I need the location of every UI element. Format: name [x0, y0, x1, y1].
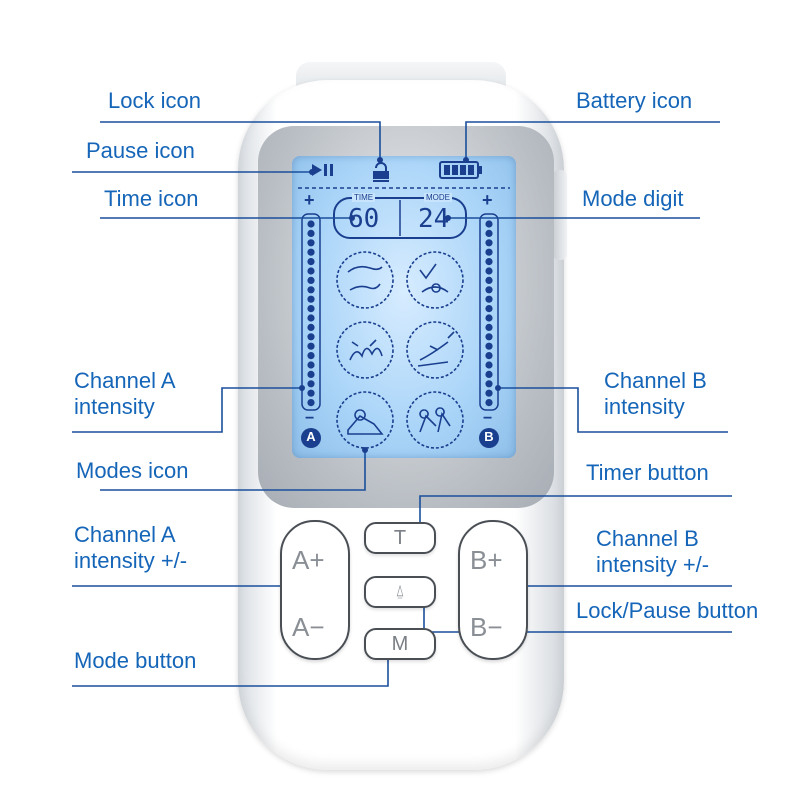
channel-a-badge: A	[306, 429, 316, 444]
label-channel-a-intensity: Channel A intensity	[74, 368, 175, 419]
channel-a-badge-circle	[301, 428, 321, 448]
intensity-segment	[307, 389, 315, 397]
channel-b-intensity-rocker	[458, 520, 528, 660]
pause-icon	[312, 164, 333, 176]
intensity-segment	[485, 229, 493, 237]
callout-lines	[72, 121, 732, 687]
intensity-segment	[307, 305, 315, 313]
intensity-segment	[485, 239, 493, 247]
intensity-segment	[485, 399, 493, 407]
channel-b-badge-circle	[479, 428, 499, 448]
intensity-segment	[485, 248, 493, 256]
intensity-segment	[307, 333, 315, 341]
intensity-segment	[307, 286, 315, 294]
label-channel-a-intensity-pm: Channel A intensity +/-	[74, 522, 188, 573]
modes-icon-grid	[336, 251, 464, 449]
intensity-segment	[485, 333, 493, 341]
intensity-segment	[307, 239, 315, 247]
channel-b-bar-frame	[479, 213, 499, 411]
label-timer-button: Timer button	[586, 460, 709, 485]
label-lock-pause-button: Lock/Pause button	[576, 598, 759, 623]
intensity-segment	[485, 361, 493, 369]
channel-a-intensity-bar	[307, 220, 315, 407]
intensity-segment	[307, 295, 315, 303]
intensity-segment	[485, 295, 493, 303]
label-pause-icon: Pause icon	[86, 138, 195, 163]
channel-b-badge: B	[484, 429, 494, 444]
time-value: 60	[348, 204, 380, 234]
intensity-segment	[307, 342, 315, 350]
intensity-segment	[307, 323, 315, 331]
a-plus-button[interactable]: A+	[292, 545, 325, 575]
b-plus-button[interactable]: B+	[470, 545, 503, 575]
intensity-segment	[307, 361, 315, 369]
time-label: TIME	[352, 193, 376, 202]
mode-icon-foot	[336, 391, 394, 449]
battery-icon	[439, 161, 482, 179]
channel-a-plus: +	[304, 190, 315, 210]
intensity-segment	[307, 229, 315, 237]
channel-b-intensity-bar	[485, 220, 493, 407]
lock-pause-button[interactable]: ⍙	[364, 576, 436, 608]
mode-label: MODE	[424, 193, 452, 202]
label-mode-digit: Mode digit	[582, 186, 684, 211]
intensity-segment	[485, 380, 493, 388]
label-channel-b-intensity: Channel B intensity	[604, 368, 707, 419]
intensity-segment	[485, 352, 493, 360]
intensity-segment	[485, 314, 493, 322]
label-time-icon: Time icon	[104, 186, 199, 211]
intensity-segment	[307, 276, 315, 284]
channel-b-minus: −	[483, 410, 493, 427]
channel-a-intensity-rocker	[280, 520, 350, 660]
intensity-segment	[485, 276, 493, 284]
intensity-segment	[485, 258, 493, 266]
mode-button[interactable]: M	[364, 628, 436, 660]
lcd-screen	[292, 156, 516, 458]
channel-b-plus: +	[482, 190, 493, 210]
intensity-segment	[485, 220, 493, 228]
a-minus-button[interactable]: A−	[292, 612, 325, 642]
label-modes-icon: Modes icon	[76, 458, 189, 483]
label-mode-button: Mode button	[74, 648, 197, 673]
channel-a-bar-frame	[301, 213, 321, 411]
intensity-segment	[307, 314, 315, 322]
side-button[interactable]	[553, 170, 567, 260]
label-channel-b-intensity-pm: Channel B intensity +/-	[596, 526, 710, 577]
intensity-segment	[307, 267, 315, 275]
intensity-segment	[485, 323, 493, 331]
intensity-segment	[485, 370, 493, 378]
label-lock-icon: Lock icon	[108, 88, 201, 113]
timer-button[interactable]: T	[364, 522, 436, 554]
intensity-segment	[307, 380, 315, 388]
intensity-segment	[307, 220, 315, 228]
mode-digit: 24	[418, 204, 450, 234]
intensity-segment	[485, 286, 493, 294]
intensity-segment	[485, 342, 493, 350]
intensity-segment	[307, 352, 315, 360]
channel-a-minus: −	[305, 410, 315, 427]
intensity-segment	[307, 248, 315, 256]
intensity-segment	[485, 389, 493, 397]
mode-icon-assist	[406, 391, 464, 449]
mode-icon-press	[406, 321, 464, 379]
intensity-segment	[485, 305, 493, 313]
mode-icon-tapping	[336, 321, 394, 379]
intensity-segment	[307, 399, 315, 407]
b-minus-button[interactable]: B−	[470, 612, 503, 642]
mode-icon-body	[406, 251, 464, 309]
label-battery-icon: Battery icon	[576, 88, 693, 113]
lock-icon	[373, 162, 389, 182]
mode-icon-hand-massage	[336, 251, 394, 309]
intensity-segment	[307, 370, 315, 378]
intensity-segment	[485, 267, 493, 275]
intensity-segment	[307, 258, 315, 266]
